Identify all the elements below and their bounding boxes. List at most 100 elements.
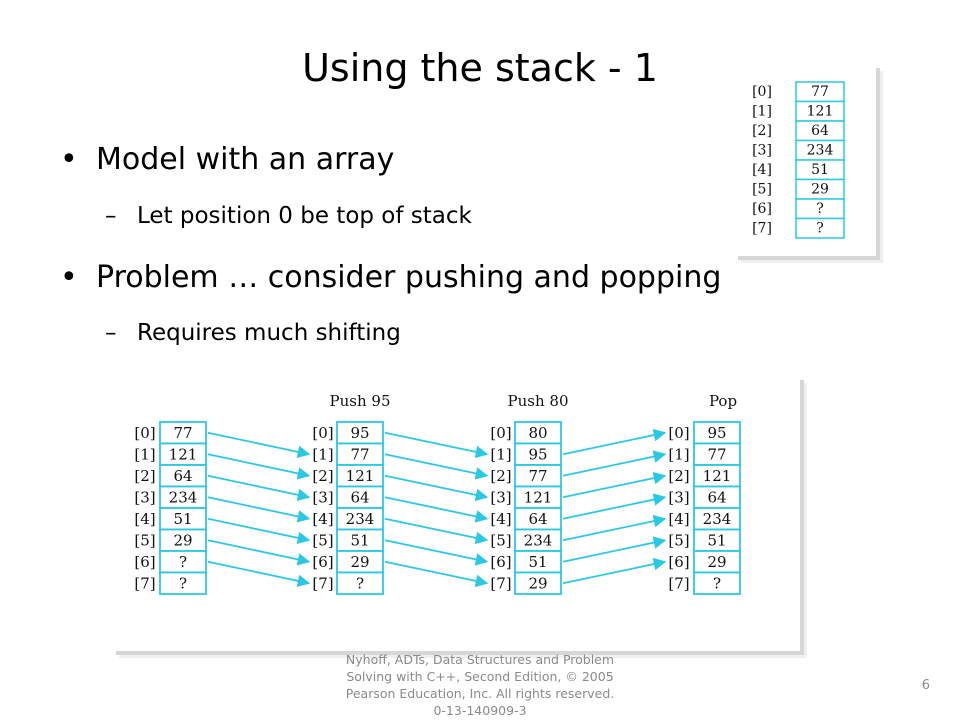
- footer-line: Nyhoff, ADTs, Data Structures and Proble…: [345, 652, 615, 667]
- top-array-figure: [0]77[1]121[2]64[3]234[4]51[5]29[6]?[7]?: [734, 64, 876, 256]
- shift-arrow: [384, 560, 489, 588]
- array-index-label: [7]: [312, 575, 333, 593]
- array-index-label: [0]: [312, 424, 333, 442]
- array-cell-value: 234: [524, 532, 553, 550]
- array-cell-value: 234: [807, 143, 834, 159]
- shift-arrow: [384, 474, 489, 502]
- shift-arrow: [207, 496, 311, 523]
- array-cell: [514, 571, 562, 595]
- array-cell-value: ?: [179, 553, 187, 571]
- array-index-label: [5]: [752, 182, 772, 198]
- array-cell-value: 121: [703, 467, 732, 485]
- shift-arrow: [384, 496, 489, 523]
- array-index-label: [1]: [668, 446, 689, 464]
- sub-bullet-2: –Requires much shifting: [105, 318, 401, 348]
- array-index-label: [6]: [668, 553, 689, 571]
- array-cell-value: 77: [173, 424, 192, 442]
- array-index-label: [3]: [752, 143, 772, 159]
- top-array-diagram: [0]77[1]121[2]64[3]234[4]51[5]29[6]?[7]?: [752, 81, 845, 239]
- footer-line: Pearson Education, Inc. All rights reser…: [345, 686, 615, 701]
- array-index-label: [7]: [668, 575, 689, 593]
- sub-bullet-glyph: –: [105, 320, 117, 346]
- sub-bullet-1: –Let position 0 be top of stack: [105, 201, 472, 231]
- array-index-label: [2]: [134, 467, 155, 485]
- array-index-label: [6]: [752, 201, 772, 217]
- array-cell-value: 121: [524, 489, 553, 507]
- array-index-label: [4]: [752, 162, 772, 178]
- array-cell-value: 234: [169, 489, 198, 507]
- array-cell-value: ?: [356, 575, 364, 593]
- shift-arrow: [207, 453, 311, 480]
- array-index-label: [6]: [312, 553, 333, 571]
- array-cell-value: ?: [713, 575, 721, 593]
- array-cell-value: 29: [707, 553, 726, 571]
- array-cell-value: 64: [350, 489, 369, 507]
- operation-label: Push 80: [508, 392, 569, 410]
- stack-shift-diagram: [0] 77 [1] 121 [2] 64 [3] 234 [4] 51 [5] 29 [6]? [7]?…: [134, 392, 741, 595]
- shift-arrow: [384, 453, 489, 480]
- array-cell-value: 51: [811, 162, 829, 178]
- array-cell-value: 51: [528, 553, 547, 571]
- array-cell: [159, 571, 207, 595]
- shift-arrow: [562, 557, 667, 585]
- array-cell-value: 29: [173, 532, 192, 550]
- shift-arrow: [384, 517, 489, 545]
- array-index-label: [5]: [668, 532, 689, 550]
- shift-arrow: [562, 428, 667, 456]
- array-cell-value: 64: [811, 123, 829, 139]
- array-cell-value: 29: [528, 575, 547, 593]
- page-number: 6: [921, 678, 930, 693]
- array-index-label: [3]: [312, 489, 333, 507]
- array-index-label: [2]: [668, 467, 689, 485]
- array-cell-value: 121: [169, 446, 198, 464]
- array-index-label: [0]: [668, 424, 689, 442]
- array-index-label: [2]: [312, 467, 333, 485]
- array-cell-value: 95: [350, 424, 369, 442]
- array-cell-value: 51: [707, 532, 726, 550]
- shift-arrow: [562, 493, 667, 520]
- sub-bullet-1-text: Let position 0 be top of stack: [137, 203, 472, 229]
- array-cell-value: 51: [350, 532, 369, 550]
- bullet-glyph: •: [60, 260, 78, 295]
- array-index-label: [4]: [668, 510, 689, 528]
- footer-citation: Nyhoff, ADTs, Data Structures and Proble…: [320, 651, 640, 719]
- sub-bullet-glyph: –: [105, 203, 117, 229]
- array-cell-value: ?: [816, 201, 824, 217]
- sub-bullet-2-text: Requires much shifting: [137, 320, 401, 346]
- array-index-label: [7]: [134, 575, 155, 593]
- array-cell-value: 234: [346, 510, 375, 528]
- footer-line: Solving with C++, Second Edition, © 2005: [346, 669, 614, 684]
- shift-arrow: [207, 560, 311, 588]
- array-cell-value: 29: [811, 182, 829, 198]
- shift-arrow: [384, 539, 489, 566]
- shift-arrow: [207, 431, 311, 459]
- array-index-label: [6]: [134, 553, 155, 571]
- array-cell-value: ?: [816, 221, 824, 237]
- array-index-label: [2]: [490, 467, 511, 485]
- array-cell: [336, 571, 384, 595]
- array-cell-value: 77: [528, 467, 547, 485]
- array-index-label: [3]: [668, 489, 689, 507]
- array-cell-value: 121: [807, 104, 834, 120]
- bullet-1-text: Model with an array: [96, 142, 395, 177]
- array-index-label: [1]: [752, 104, 772, 120]
- operation-label: Pop: [709, 392, 737, 410]
- array-cell-value: 95: [707, 424, 726, 442]
- array-index-label: [0]: [490, 424, 511, 442]
- array-index-label: [5]: [312, 532, 333, 550]
- array-index-label: [0]: [752, 84, 772, 100]
- array-cell-value: 77: [350, 446, 369, 464]
- array-index-label: [3]: [134, 489, 155, 507]
- array-cell: [693, 571, 741, 595]
- array-cell-value: 95: [528, 446, 547, 464]
- array-index-label: [4]: [312, 510, 333, 528]
- array-cell-value: 64: [173, 467, 192, 485]
- shift-arrow: [207, 474, 311, 502]
- array-index-label: [5]: [490, 532, 511, 550]
- array-cell-value: 77: [707, 446, 726, 464]
- array-index-label: [2]: [752, 123, 772, 139]
- array-cell-value: 29: [350, 553, 369, 571]
- array-index-label: [1]: [312, 446, 333, 464]
- array-index-label: [1]: [134, 446, 155, 464]
- array-cell-value: 64: [707, 489, 726, 507]
